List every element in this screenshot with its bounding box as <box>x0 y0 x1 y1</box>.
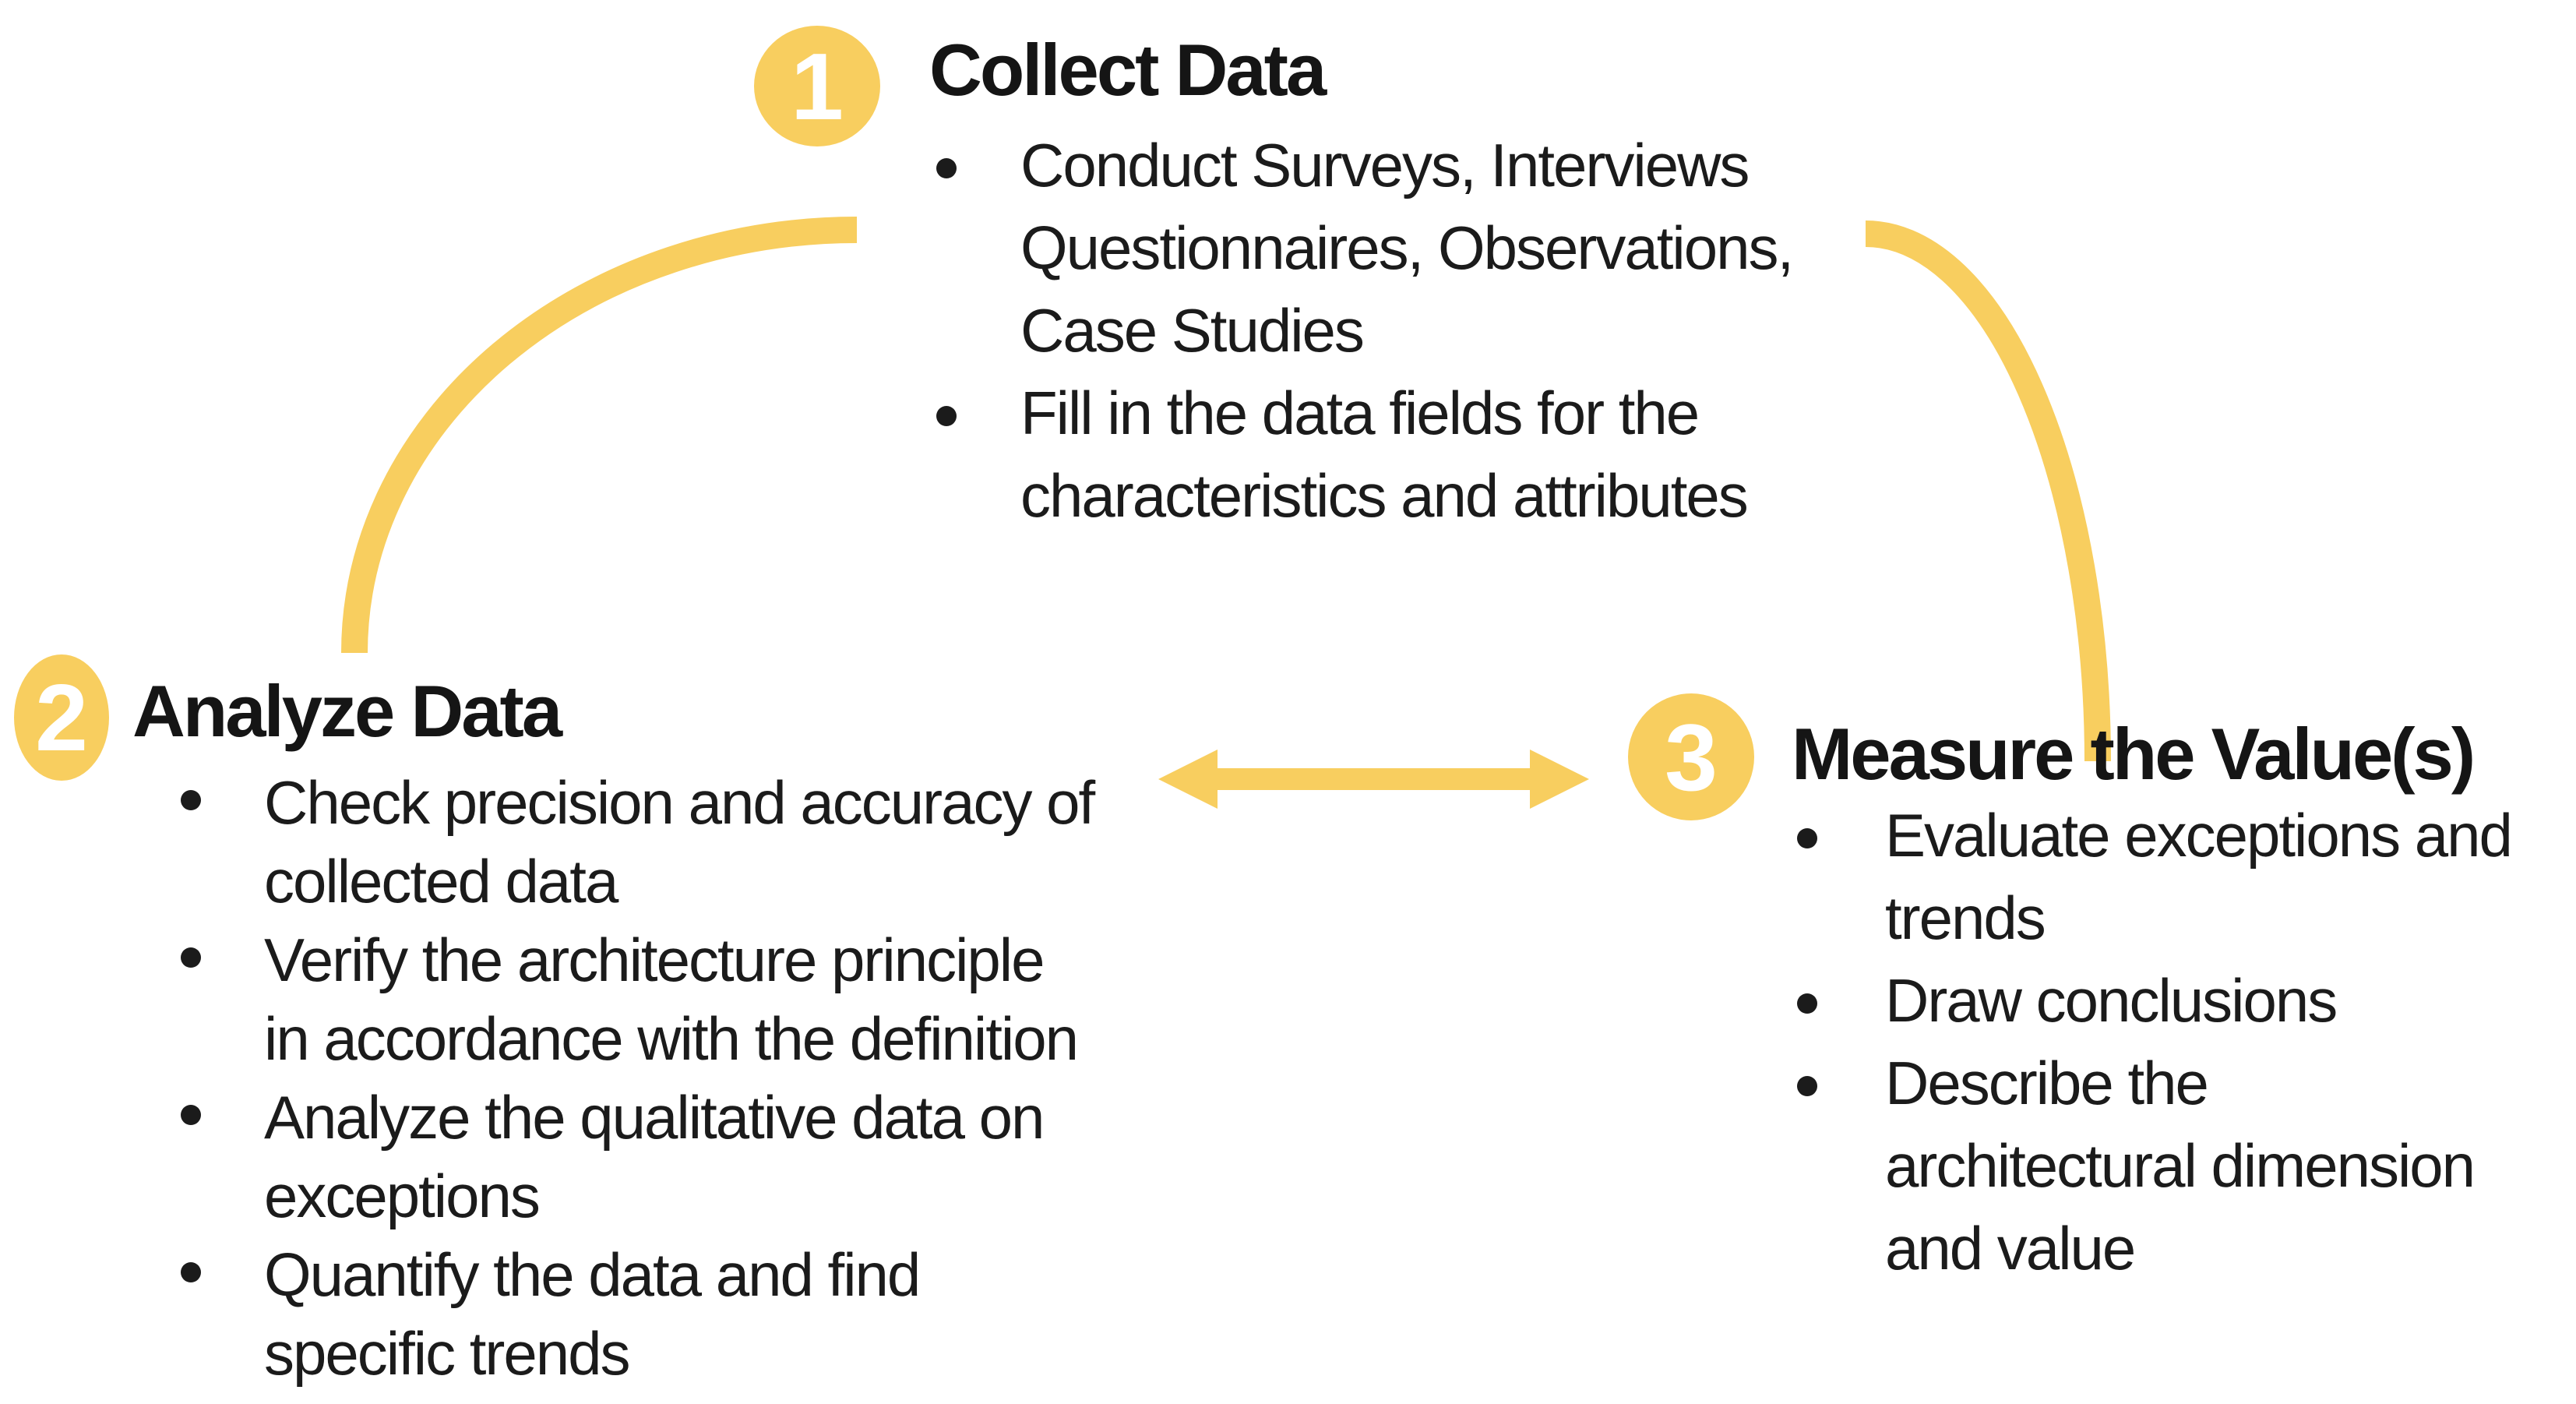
bullet-text: Draw conclusions <box>1885 966 2338 1035</box>
step-number: 3 <box>1665 704 1718 810</box>
step-2-number-badge: 2 <box>14 654 109 781</box>
list-item: Conduct Surveys, Interviews Questionnair… <box>936 124 1794 372</box>
arc-step2-to-step1-icon <box>341 217 858 654</box>
list-item: Verify the architecture principle in acc… <box>181 921 1094 1078</box>
step-1-number-badge: 1 <box>754 26 880 146</box>
list-item: Quantify the data and find specific tren… <box>181 1236 1094 1393</box>
arc-step1-to-step3-icon <box>1865 220 2111 762</box>
bullet-icon <box>181 1105 201 1125</box>
bullet-text: Quantify the data and find specific tren… <box>264 1240 921 1388</box>
list-item: Check precision and accuracy of collecte… <box>181 764 1095 921</box>
bullet-text: Verify the architecture principle in acc… <box>264 926 1079 1073</box>
double-arrow-step2-step3-icon <box>1158 750 1589 809</box>
bullet-text: Fill in the data fields for the characte… <box>1020 379 1749 530</box>
bullet-text: Conduct Surveys, Interviews Questionnair… <box>1020 131 1794 365</box>
list-item: Draw conclusions <box>1797 959 2511 1042</box>
step-number: 2 <box>35 665 88 771</box>
step-1-bullet-list: Conduct Surveys, Interviews Questionnair… <box>936 124 1794 537</box>
bullet-icon <box>1797 828 1817 848</box>
bullet-icon <box>936 158 957 178</box>
list-item: Describe the architectural dimension and… <box>1797 1042 2511 1289</box>
step-2-bullet-list: Check precision and accuracy of collecte… <box>181 764 1095 1393</box>
step-3-title: Measure the Value(s) <box>1792 713 2476 795</box>
step-1-title: Collect Data <box>929 29 1327 111</box>
bullet-text: Check precision and accuracy of collecte… <box>264 768 1095 915</box>
step-3-number-badge: 3 <box>1628 693 1754 820</box>
step-number: 1 <box>791 33 844 139</box>
bullet-icon <box>1797 1076 1817 1096</box>
bullet-icon <box>181 790 201 810</box>
bullet-icon <box>181 1262 201 1282</box>
bullet-text: Evaluate exceptions and trends <box>1885 801 2513 952</box>
list-item: Evaluate exceptions and trends <box>1797 794 2513 959</box>
list-item: Analyze the qualitative data on exceptio… <box>181 1078 1094 1236</box>
bullet-icon <box>936 406 957 426</box>
list-item: Fill in the data fields for the characte… <box>936 372 1792 537</box>
bullet-icon <box>1797 993 1817 1014</box>
bullet-text: Analyze the qualitative data on exceptio… <box>264 1083 1045 1230</box>
bullet-text: Describe the architectural dimension and… <box>1885 1049 2476 1282</box>
step-2-title: Analyze Data <box>132 670 562 752</box>
step-3-bullet-list: Evaluate exceptions and trends Draw conc… <box>1797 794 2513 1289</box>
bullet-icon <box>181 947 201 968</box>
